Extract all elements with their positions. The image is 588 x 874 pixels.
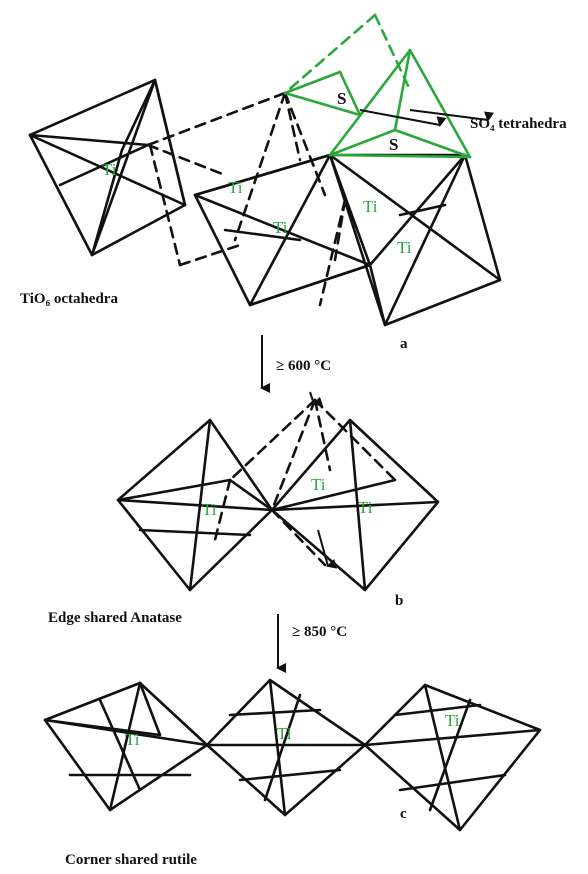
ti-atom-label: Ti bbox=[358, 498, 373, 517]
dashed-bonds-b bbox=[213, 398, 397, 567]
ti-atom-label: Ti bbox=[202, 500, 217, 519]
anatase-octahedra bbox=[116, 418, 440, 592]
s-atom-label: S bbox=[389, 135, 398, 154]
arrow-marker bbox=[359, 109, 447, 127]
panel-letter-c: c bbox=[400, 806, 407, 822]
so4-tetrahedra bbox=[283, 13, 472, 159]
dashed-bonds bbox=[146, 91, 347, 307]
ti-atom-label: Ti bbox=[228, 178, 243, 197]
transition-arrow-1: ≥ 600 °C bbox=[260, 335, 331, 393]
ti-atom-label: Ti bbox=[397, 238, 412, 257]
panel-c: Ti Ti Ti c Corner shared rutile bbox=[43, 678, 542, 868]
ti-atom-label: Ti bbox=[363, 197, 378, 216]
s-atom-label: S bbox=[337, 89, 346, 108]
panel-a: Ti Ti Ti Ti Ti S S SO₄ tetrahedra TiO₆ o… bbox=[20, 13, 567, 352]
so4-tetrahedra-label: SO₄ tetrahedra bbox=[470, 116, 567, 132]
ti-atom-label: Ti bbox=[311, 475, 326, 494]
tio6-octahedron-left bbox=[28, 78, 187, 257]
panel-b: Ti Ti Ti b Edge shared Anatase bbox=[48, 391, 440, 626]
rutile-octahedron-2 bbox=[205, 678, 367, 817]
panel-letter-a: a bbox=[400, 336, 408, 352]
arrow-marker bbox=[317, 529, 338, 569]
ti-atom-label: Ti bbox=[125, 730, 140, 749]
temperature-label-850: ≥ 850 °C bbox=[292, 624, 347, 640]
ti-atom-label: Ti bbox=[102, 160, 117, 179]
panel-letter-b: b bbox=[395, 593, 403, 609]
arrow-marker bbox=[409, 109, 494, 122]
ti-atom-label: Ti bbox=[273, 218, 288, 237]
edge-shared-anatase-caption: Edge shared Anatase bbox=[48, 610, 182, 626]
transition-arrow-2: ≥ 850 °C bbox=[276, 614, 347, 673]
ti-atom-label: Ti bbox=[277, 724, 292, 743]
rutile-octahedron-3 bbox=[363, 683, 542, 832]
temperature-label-600: ≥ 600 °C bbox=[276, 358, 331, 374]
arrow-marker bbox=[309, 391, 324, 407]
tio6-octahedra-label: TiO₆ octahedra bbox=[20, 291, 118, 307]
corner-shared-rutile-caption: Corner shared rutile bbox=[65, 852, 197, 868]
ti-atom-label: Ti bbox=[445, 711, 460, 730]
